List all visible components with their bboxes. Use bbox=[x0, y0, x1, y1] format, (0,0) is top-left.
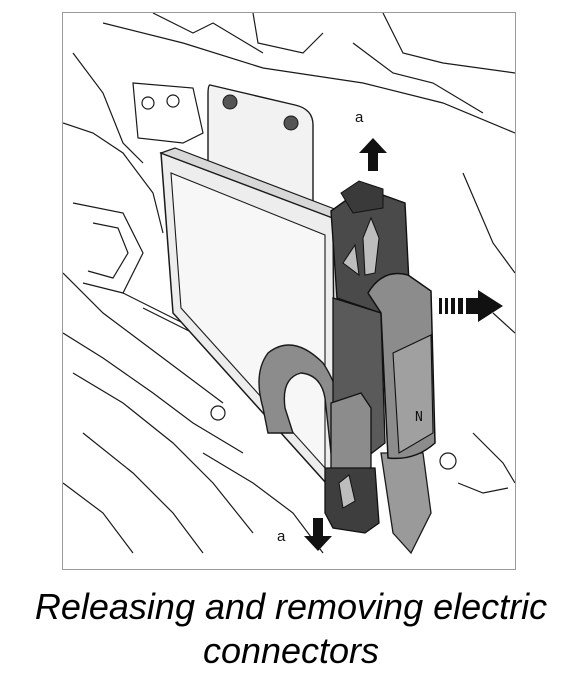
connector-diagram: N bbox=[63, 13, 515, 555]
dashed-arrow-right-icon bbox=[439, 290, 503, 322]
arrow-down-icon bbox=[304, 518, 332, 551]
callout-bottom-label: a bbox=[277, 528, 286, 545]
caption-line-1: Releasing and removing electric bbox=[34, 586, 548, 627]
figure-caption: Releasing and removing electric connecto… bbox=[0, 585, 582, 673]
callout-top-label: a bbox=[355, 109, 364, 126]
lower-connector bbox=[324, 392, 380, 534]
control-unit-housing bbox=[159, 147, 348, 495]
illustration-frame: N a a bbox=[62, 12, 516, 570]
svg-text:N: N bbox=[415, 410, 423, 425]
arrow-up-icon bbox=[359, 138, 387, 171]
wiring-harness bbox=[258, 344, 432, 555]
caption-line-2: connectors bbox=[202, 630, 380, 671]
